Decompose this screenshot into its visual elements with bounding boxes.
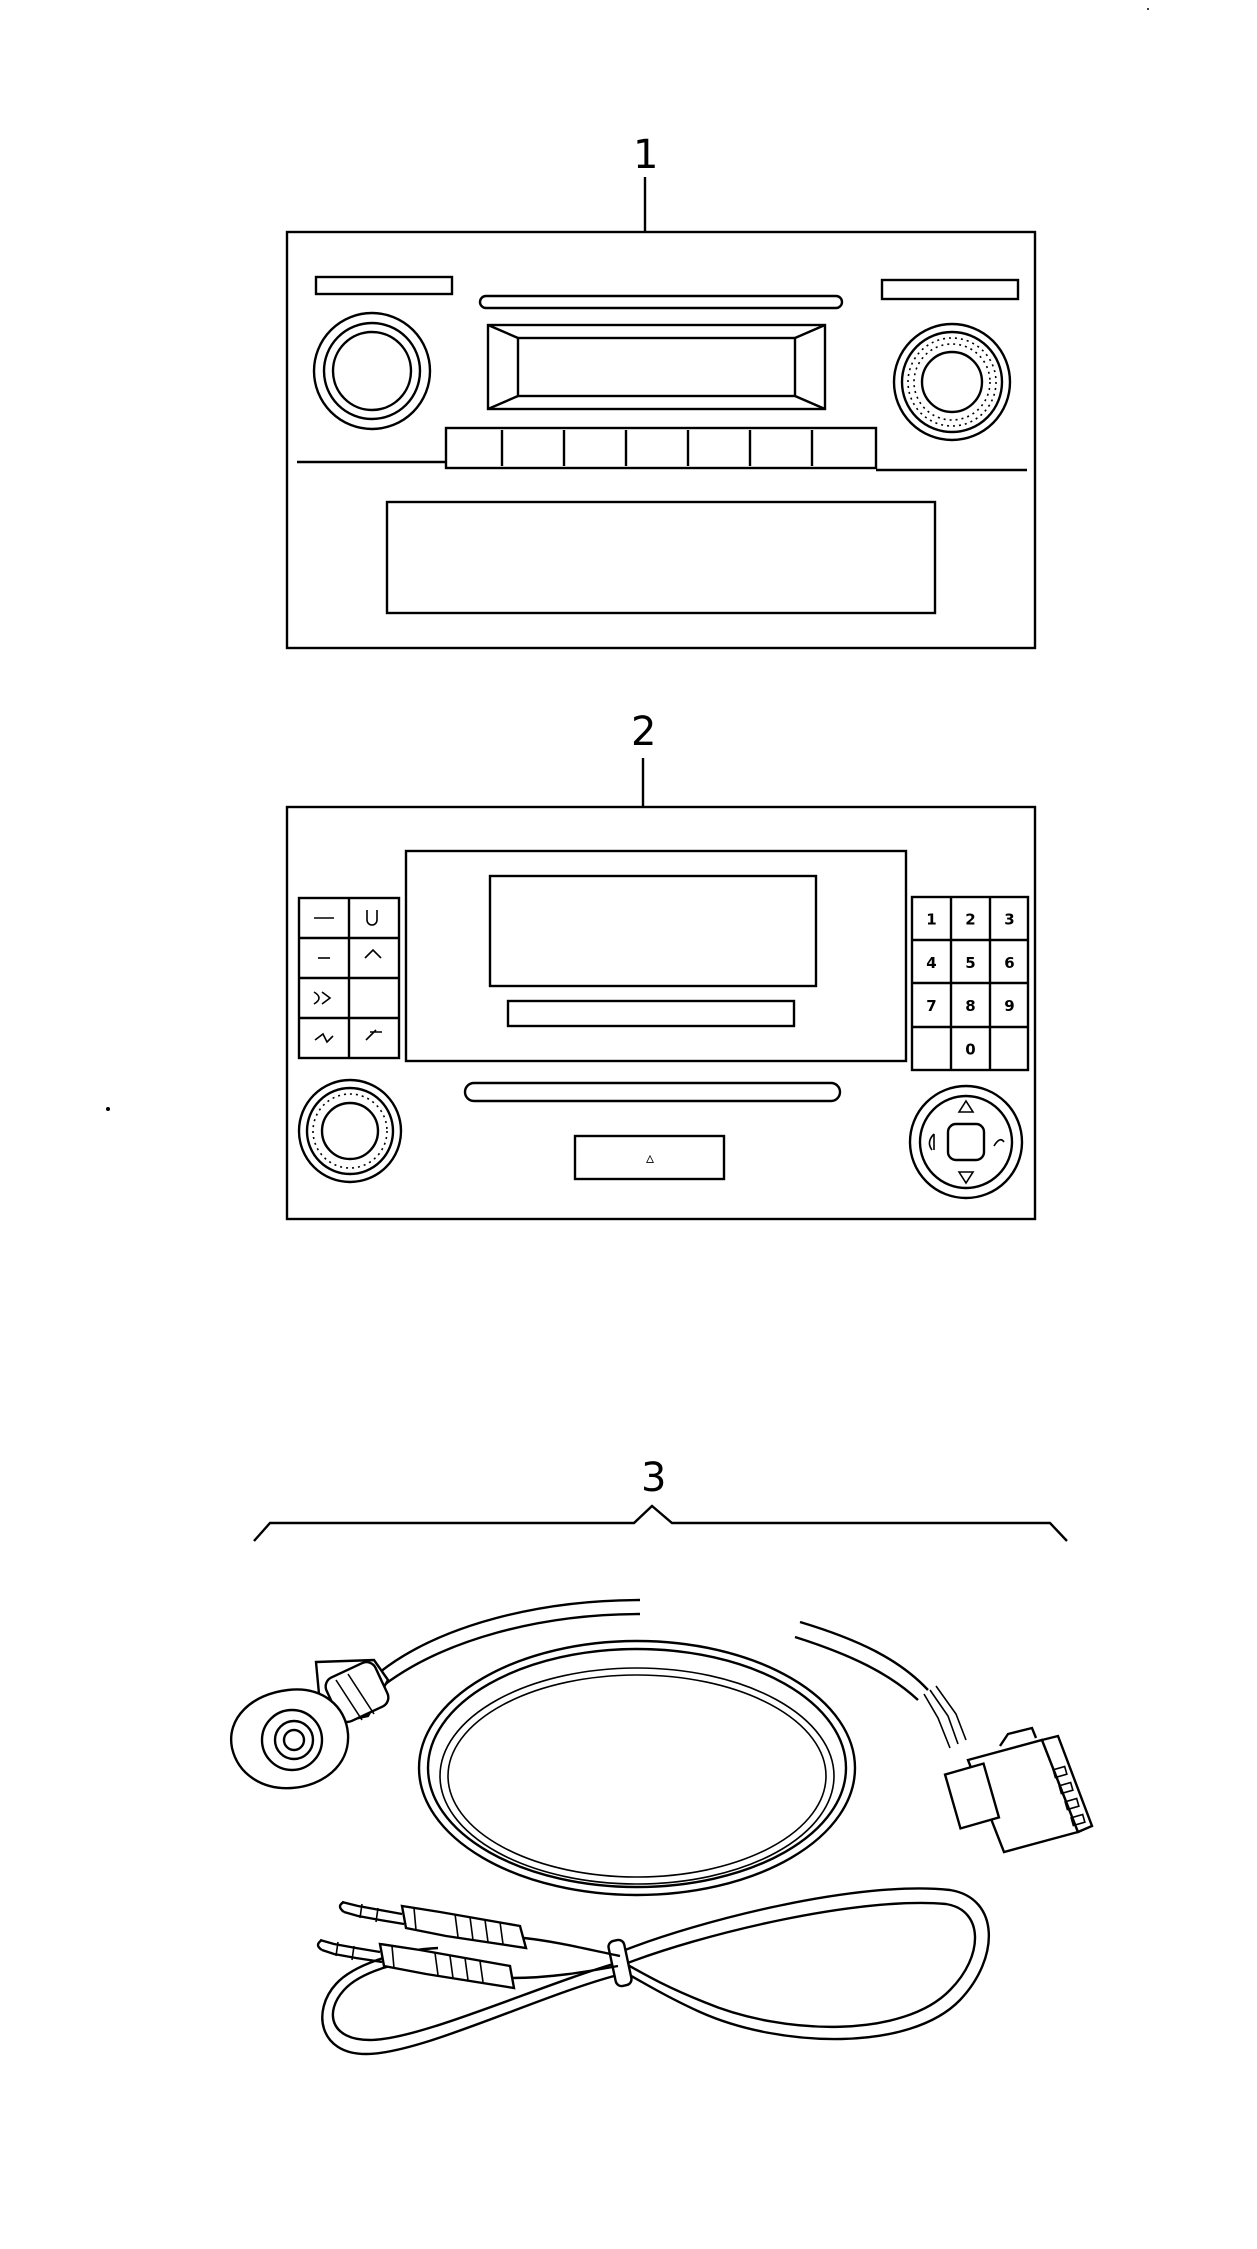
callout-3: 3 xyxy=(641,1455,666,1501)
keypad-key: 2 xyxy=(965,911,975,929)
up-arrow-icon xyxy=(957,1099,975,1113)
radio-2-function-buttons xyxy=(297,896,401,1060)
radio-2-card-slot xyxy=(506,999,796,1028)
radio-1-tuning-knob xyxy=(892,322,1012,442)
keypad-key: 5 xyxy=(965,954,975,972)
scan-speck xyxy=(1147,8,1149,10)
radio-1-faceplate xyxy=(285,230,1037,650)
keypad-key: 4 xyxy=(926,954,936,972)
radio-2-faceplate xyxy=(285,805,1037,1221)
radio-1-volume-knob xyxy=(312,311,432,431)
quadlock-connector xyxy=(943,1726,1094,1854)
keypad-key: 7 xyxy=(926,997,936,1015)
radio-2-eject-button: ▵ xyxy=(573,1134,726,1181)
radio-2-keypad: 1 2 3 4 5 6 7 8 9 0 xyxy=(910,895,1030,1072)
keypad-key: 0 xyxy=(965,1040,975,1058)
radio-2: 1 2 3 4 5 6 7 8 9 0 ▵ xyxy=(285,805,1037,1221)
radio-2-display-housing xyxy=(404,849,908,1063)
jack-plug-upper xyxy=(338,1900,528,1950)
radio-1-cd-slot xyxy=(478,294,844,310)
radio-2-navigation-knob xyxy=(908,1084,1024,1200)
item-1-group: 1 xyxy=(285,132,1037,650)
aux-audio-cable xyxy=(321,1887,991,2056)
keypad-key: 9 xyxy=(1004,997,1014,1015)
jack-cable-upper xyxy=(523,1936,621,1958)
keypad-key: 3 xyxy=(1004,911,1014,929)
radio-1-preset-buttons xyxy=(444,426,878,470)
radio-2-volume-knob xyxy=(297,1078,403,1184)
callout-1: 1 xyxy=(633,132,658,178)
bracket-3 xyxy=(253,1504,1068,1542)
radio-2-display xyxy=(488,874,818,988)
item-3-group: 3 xyxy=(229,1455,1094,2056)
keypad-key: 6 xyxy=(1004,954,1014,972)
eject-icon: ▵ xyxy=(646,1148,654,1167)
cable-tie xyxy=(607,1938,633,1988)
jack-plug-lower xyxy=(316,1938,516,1990)
radio-1-slot-right xyxy=(880,278,1020,301)
jack-cable-lower xyxy=(511,1964,619,1980)
down-arrow-icon xyxy=(957,1171,975,1185)
antenna-plug-connector xyxy=(229,1658,390,1790)
radio-2-cd-slot xyxy=(463,1081,842,1103)
radio-1 xyxy=(285,230,1037,650)
item-2-group: 2 xyxy=(285,709,1037,1221)
callout-2: 2 xyxy=(631,709,656,755)
keypad-key: 8 xyxy=(965,997,975,1015)
keypad-key: 1 xyxy=(926,911,936,929)
radio-1-cassette-flap xyxy=(385,500,937,615)
scan-speck xyxy=(106,1107,110,1111)
radio-1-slot-left xyxy=(314,275,454,296)
radio-1-display xyxy=(486,323,827,411)
antenna-adapter-cable xyxy=(379,1598,967,1897)
